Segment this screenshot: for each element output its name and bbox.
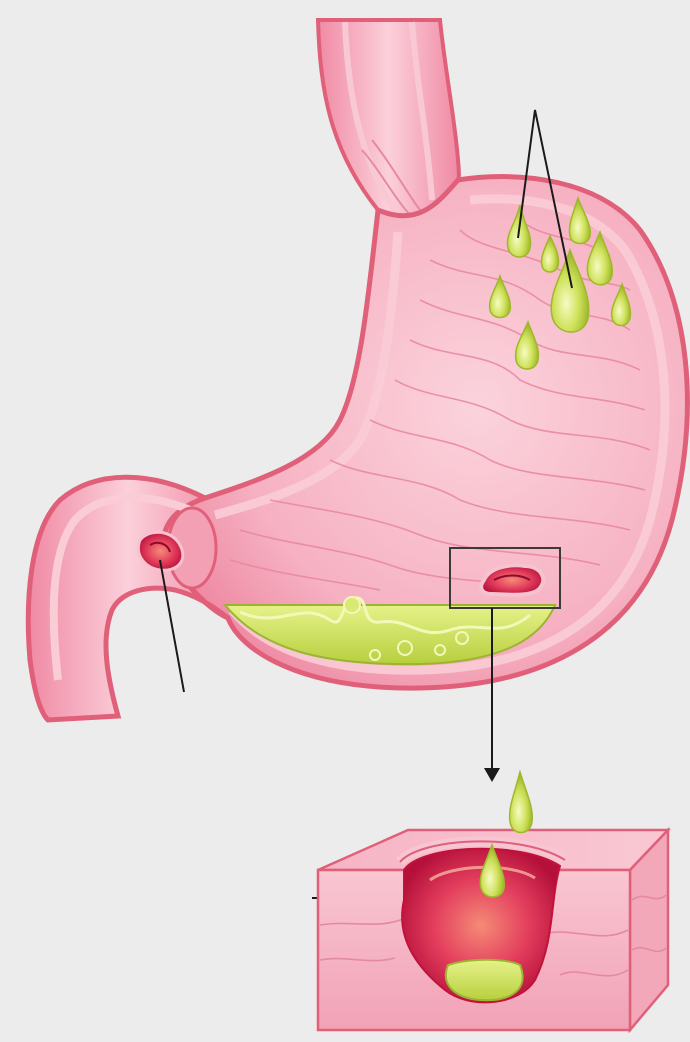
detail-arrow-head <box>484 768 500 782</box>
gastric-ulcer <box>481 565 543 594</box>
magnified-tissue-block <box>318 772 668 1030</box>
duodenum <box>28 477 228 720</box>
